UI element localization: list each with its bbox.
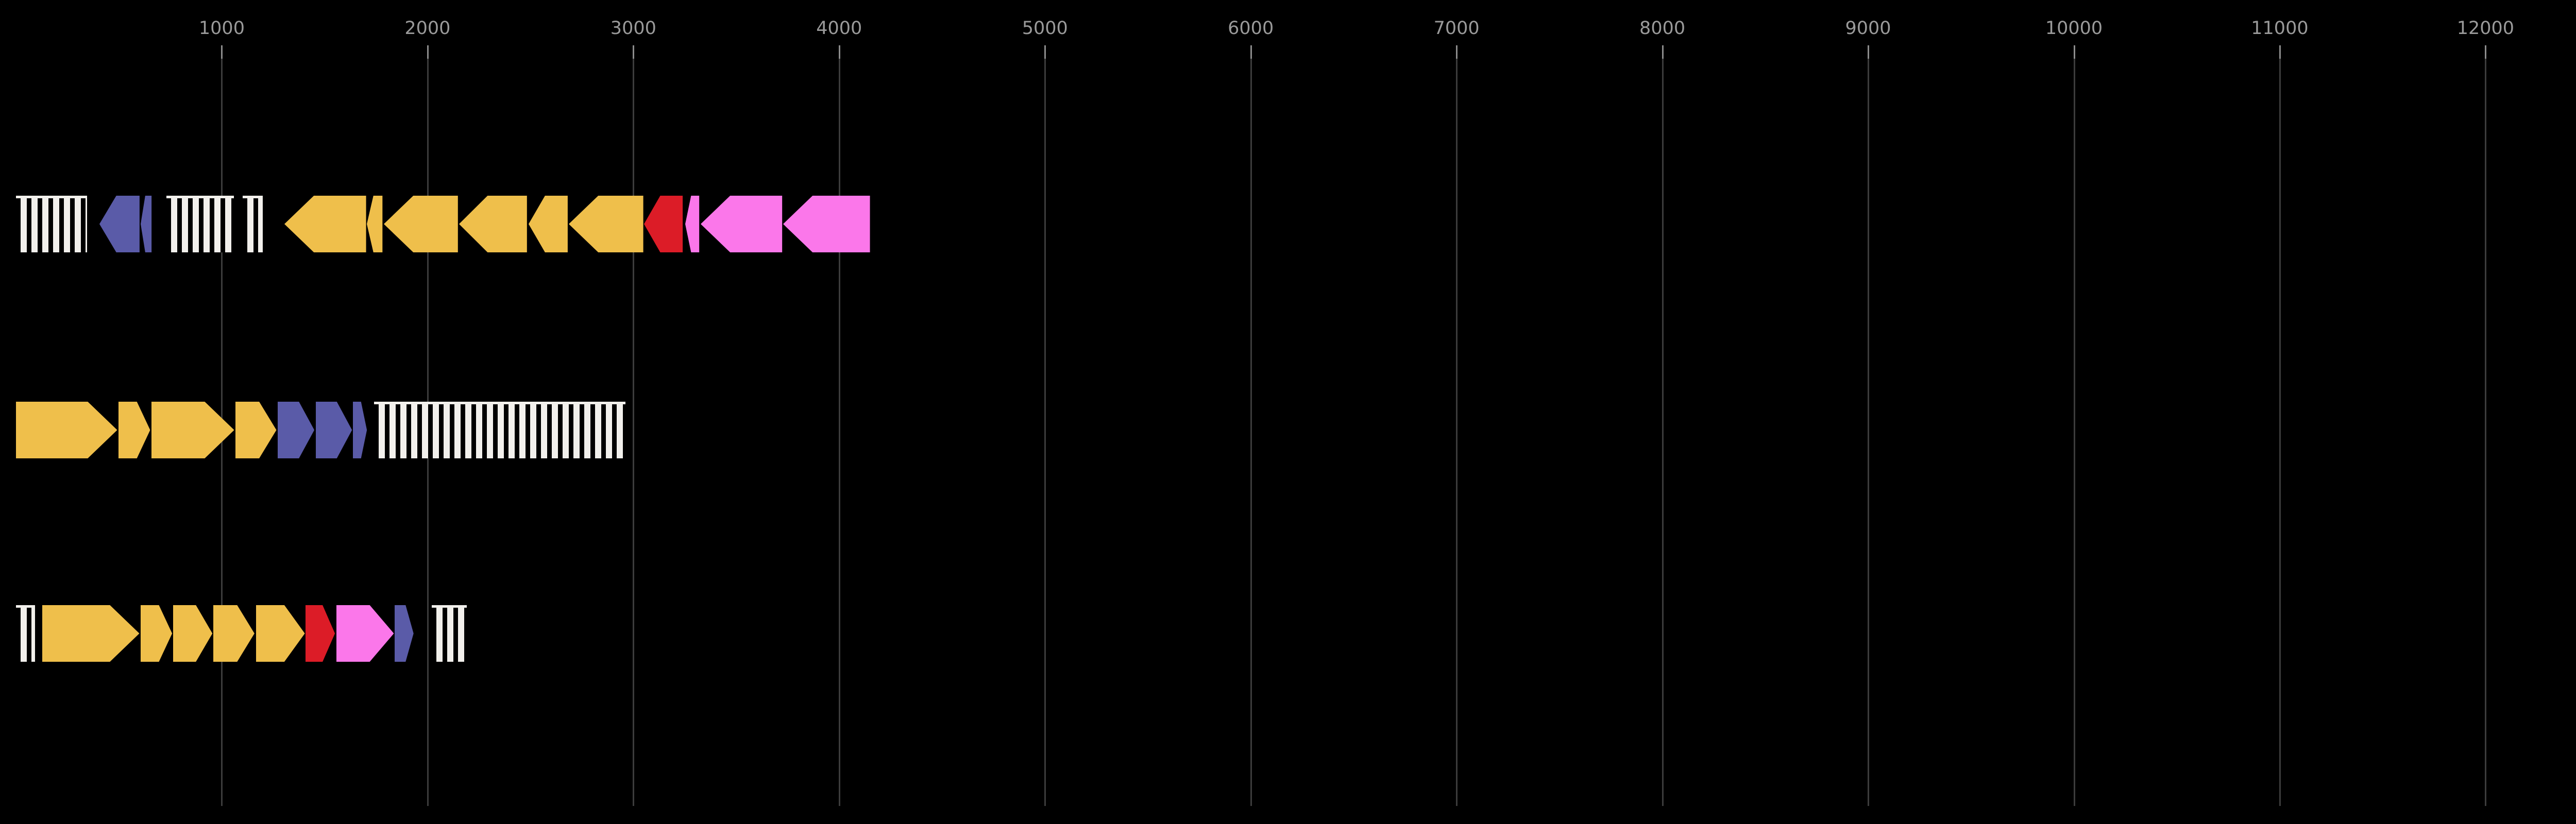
- axis-tick-mark: [2279, 45, 2281, 59]
- hatch-stripes: [374, 402, 626, 458]
- gene-arrow[interactable]: [213, 605, 255, 662]
- gene-arrow[interactable]: [367, 196, 383, 252]
- gene-arrow[interactable]: [528, 196, 568, 252]
- hatch-top-cap: [243, 196, 263, 198]
- axis-tick-label: 9000: [1845, 18, 1891, 39]
- axis-tick-label: 7000: [1433, 18, 1480, 39]
- gene-arrow[interactable]: [336, 605, 394, 662]
- axis-tick-mark: [1662, 45, 1664, 59]
- gene-arrow[interactable]: [118, 402, 150, 458]
- hatch-top-cap: [16, 196, 87, 198]
- gene-arrow[interactable]: [284, 196, 366, 252]
- gene-arrow[interactable]: [235, 402, 277, 458]
- hatch-top-cap: [16, 605, 36, 608]
- hatch-top-cap: [431, 605, 467, 608]
- gene-arrow[interactable]: [353, 402, 367, 458]
- gene-arrow[interactable]: [394, 605, 414, 662]
- hatch-stripes: [16, 196, 87, 252]
- axis-tick-mark: [2485, 45, 2487, 59]
- gene-arrow[interactable]: [151, 402, 234, 458]
- axis-tick-label: 3000: [610, 18, 656, 39]
- hatched-region[interactable]: [16, 605, 36, 662]
- hatched-region[interactable]: [431, 605, 467, 662]
- track-2: [0, 402, 2576, 458]
- gene-arrow[interactable]: [306, 605, 335, 662]
- axis-tick-mark: [2073, 45, 2075, 59]
- axis-tick-mark: [838, 45, 840, 59]
- axis-tick-label: 6000: [1228, 18, 1274, 39]
- axis-tick-mark: [1456, 45, 1458, 59]
- gene-arrow[interactable]: [99, 196, 140, 252]
- gene-arrow[interactable]: [256, 605, 305, 662]
- gene-arrow[interactable]: [42, 605, 140, 662]
- gene-arrow[interactable]: [140, 605, 172, 662]
- gene-arrow[interactable]: [700, 196, 782, 252]
- axis-tick-label: 5000: [1022, 18, 1068, 39]
- hatch-stripes: [166, 196, 234, 252]
- gene-arrow[interactable]: [140, 196, 151, 252]
- gene-arrow[interactable]: [568, 196, 643, 252]
- axis-tick-label: 8000: [1639, 18, 1686, 39]
- axis-tick-label: 4000: [816, 18, 862, 39]
- hatched-region[interactable]: [16, 196, 87, 252]
- axis-tick-label: 1000: [198, 18, 245, 39]
- track-1: [0, 196, 2576, 252]
- gene-arrow[interactable]: [173, 605, 213, 662]
- hatched-region[interactable]: [166, 196, 234, 252]
- hatch-top-cap: [374, 402, 626, 404]
- axis-tick-label: 11000: [2251, 18, 2309, 39]
- hatch-stripes: [243, 196, 263, 252]
- gene-arrow[interactable]: [278, 402, 315, 458]
- gene-arrow[interactable]: [384, 196, 458, 252]
- hatched-region[interactable]: [374, 402, 626, 458]
- hatched-region[interactable]: [243, 196, 263, 252]
- hatch-stripes: [431, 605, 467, 662]
- gene-arrow[interactable]: [783, 196, 870, 252]
- track-3: [0, 605, 2576, 662]
- hatch-stripes: [16, 605, 36, 662]
- axis-tick-label: 2000: [404, 18, 451, 39]
- gene-arrow[interactable]: [685, 196, 700, 252]
- hatch-top-cap: [166, 196, 234, 198]
- axis-tick-label: 12000: [2456, 18, 2515, 39]
- axis-tick-label: 10000: [2045, 18, 2103, 39]
- axis-tick-mark: [221, 45, 223, 59]
- axis-tick-mark: [633, 45, 635, 59]
- gene-arrow[interactable]: [16, 402, 117, 458]
- axis-tick-mark: [1044, 45, 1046, 59]
- axis-tick-mark: [1868, 45, 1870, 59]
- gene-arrow[interactable]: [315, 402, 352, 458]
- axis-tick-mark: [1250, 45, 1252, 59]
- axis-tick-mark: [427, 45, 429, 59]
- gene-arrow[interactable]: [459, 196, 527, 252]
- gene-arrow[interactable]: [644, 196, 683, 252]
